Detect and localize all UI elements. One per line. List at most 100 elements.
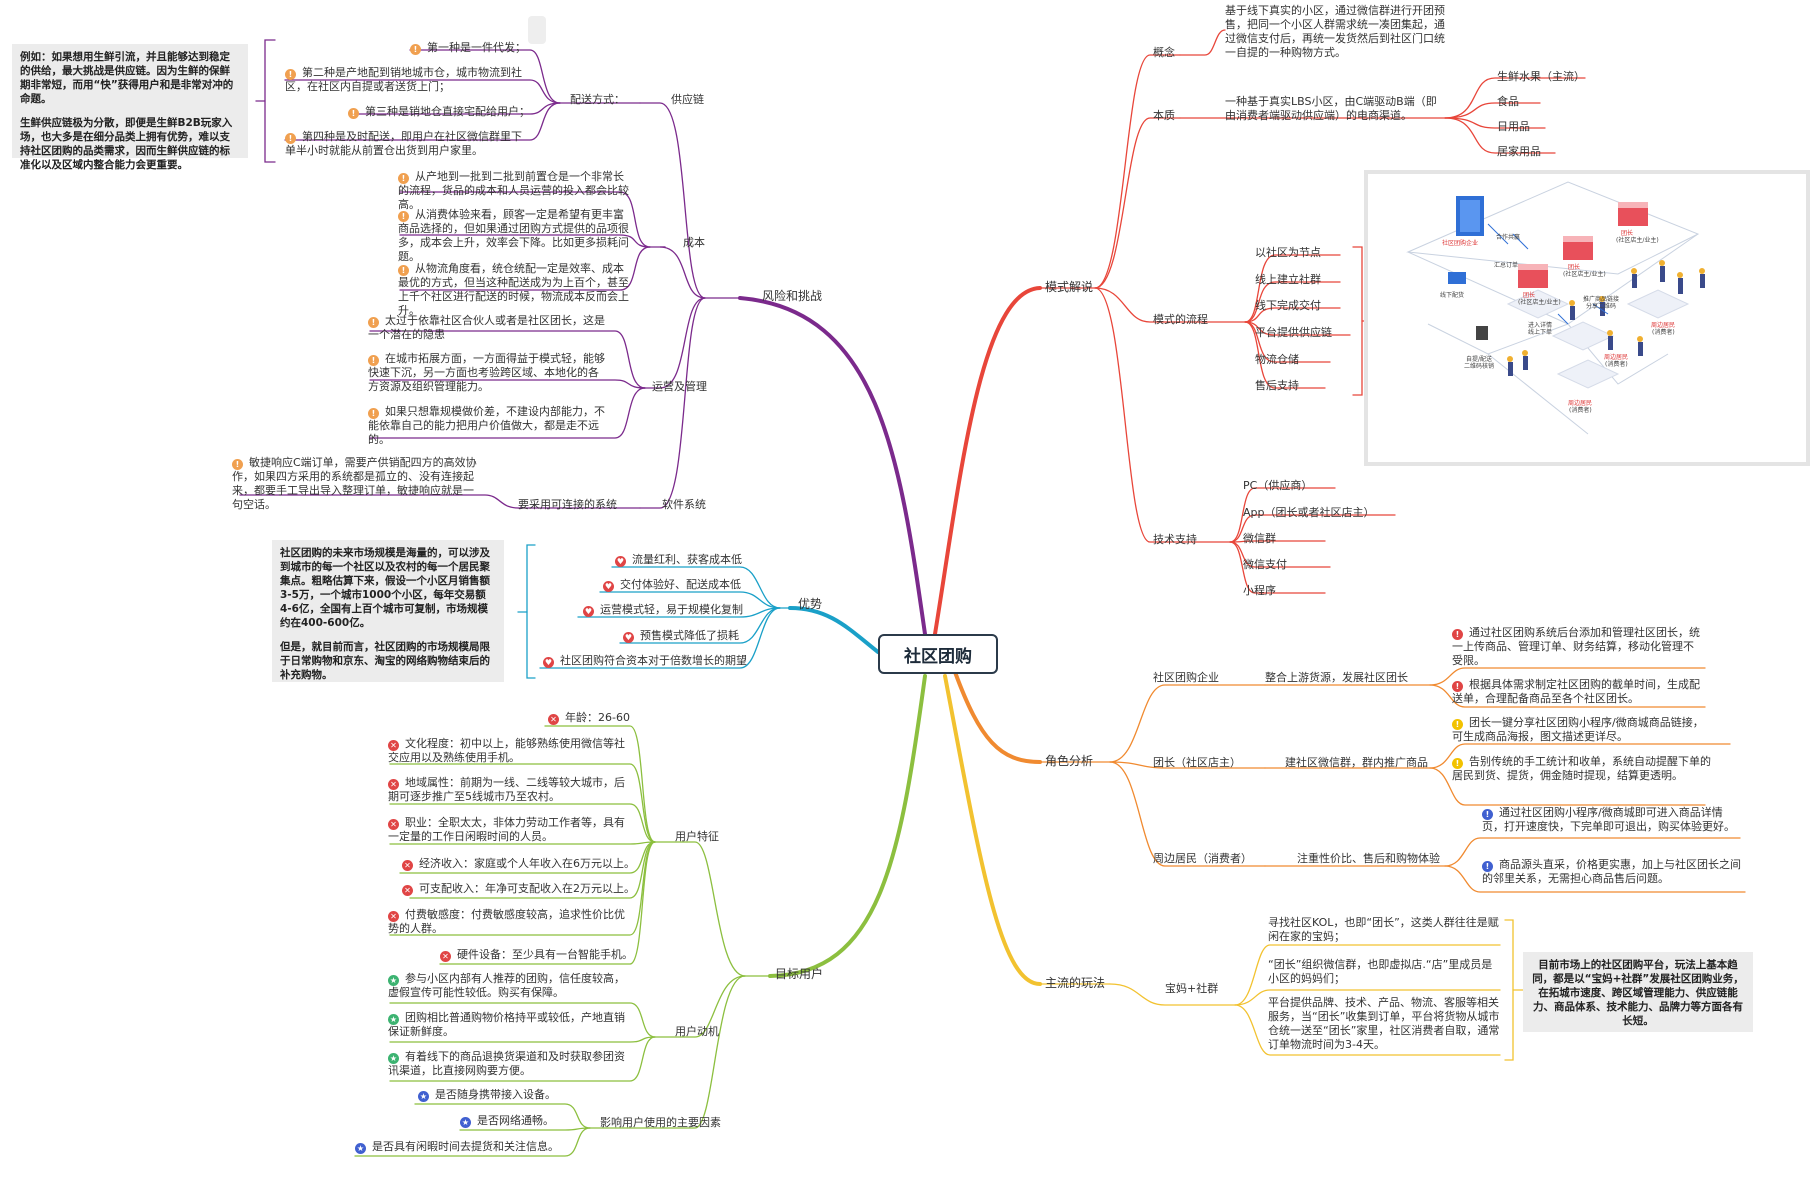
- motive-item: ★团购相比普通购物价格持平或较低，产地直销保证新鲜度。: [388, 1011, 625, 1038]
- illus-label: 二维码核销: [1464, 363, 1495, 370]
- essence-item[interactable]: 居家用品: [1497, 145, 1541, 158]
- star-icon: ★: [388, 1014, 399, 1025]
- role-node[interactable]: 周边居民（消费者）: [1153, 852, 1252, 865]
- priority-icon: !: [1452, 629, 1463, 640]
- risk-sub[interactable]: 运营及管理: [652, 380, 707, 393]
- flow-item[interactable]: 以社区为节点: [1255, 246, 1321, 259]
- essence-item[interactable]: 日用品: [1497, 120, 1530, 133]
- illus-label: 团长: [1523, 292, 1536, 299]
- essence-item[interactable]: 生鲜水果（主流）: [1497, 70, 1585, 83]
- priority-icon: !: [1452, 719, 1463, 730]
- feat-item: ✕地域属性：前期为一线、二线等较大城市，后期可逐步推广至5线城市乃至农村。: [388, 776, 625, 803]
- adv-note-p2: 但是，就目前而言，社区团购的市场规模局限于日常购物和京东、淘宝的网络购物结束后的…: [280, 641, 490, 681]
- role-item: !团长一键分享社区团购小程序/微商城商品链接，可生成商品海报，图文描述更详尽。: [1452, 716, 1704, 743]
- role-sub[interactable]: 整合上游货源，发展社区团长: [1265, 671, 1408, 684]
- priority-icon: !: [398, 211, 409, 222]
- scroll-handle[interactable]: [528, 16, 546, 44]
- risk-sub[interactable]: 成本: [683, 236, 705, 249]
- flow-item[interactable]: 平台提供供应链: [1255, 326, 1332, 339]
- feat-item: ✕硬件设备：至少具有一台智能手机。: [440, 948, 633, 962]
- heart-icon: ♥: [603, 581, 614, 592]
- branch-target[interactable]: 目标用户: [775, 967, 824, 981]
- illus-label: (消费者): [1652, 329, 1675, 336]
- feat-item: ✕年龄：26-60: [548, 711, 630, 725]
- node-concept[interactable]: 概念: [1153, 46, 1175, 59]
- essence-item[interactable]: 食品: [1497, 95, 1519, 108]
- target-sub[interactable]: 用户特征: [675, 830, 719, 843]
- illus-label: 团长: [1621, 230, 1634, 237]
- role-sub[interactable]: 建社区微信群，群内推广商品: [1285, 756, 1428, 769]
- branch-roles[interactable]: 角色分析: [1045, 754, 1094, 768]
- feat-item: ✕经济收入：家庭或个人年收入在6万元以上。: [402, 857, 635, 871]
- flow-item[interactable]: 线上建立社群: [1255, 273, 1321, 286]
- target-sub[interactable]: 影响用户使用的主要因素: [600, 1116, 721, 1129]
- ops-item: !在城市拓展方面，一方面得益于模式轻，能够快速下沉，另一方面也考验跨区域、本地化…: [368, 352, 605, 393]
- adv-item: ♥交付体验好、配送成本低: [603, 578, 741, 592]
- illus-label: (社区店主/业主): [1563, 271, 1606, 278]
- branch-risk[interactable]: 风险和挑战: [762, 289, 823, 303]
- illus-label: 分享二维码: [1586, 303, 1617, 310]
- soft-item: !敏捷响应C端订单，需要产供销配四方的高效协作，如果四方采用的系统都是孤立的、没…: [232, 456, 477, 511]
- flow-item[interactable]: 售后支持: [1255, 379, 1299, 392]
- role-item: !根据具体需求制定社区团购的截单时间，生成配送单，合理配备商品至各个社区团长。: [1452, 678, 1700, 705]
- tech-item[interactable]: 微信支付: [1243, 558, 1287, 571]
- role-item: !告别传统的手工统计和收单，系统自动提醒下单的居民到货、提货，佣金随时提现，结算…: [1452, 755, 1711, 782]
- role-node[interactable]: 社区团购企业: [1153, 671, 1219, 684]
- star-icon: ✕: [440, 951, 451, 962]
- target-sub[interactable]: 用户动机: [675, 1025, 719, 1038]
- priority-icon: !: [1482, 809, 1493, 820]
- star-icon: ✕: [402, 885, 413, 896]
- adv-note: 社区团购的未来市场规模是海量的，可以涉及到城市的每一个社区以及农村的每一个居民聚…: [272, 540, 504, 682]
- heart-icon: ♥: [583, 606, 594, 617]
- soft-node[interactable]: 要采用可连接的系统: [518, 498, 617, 511]
- star-icon: ✕: [388, 911, 399, 922]
- branch-adv[interactable]: 优势: [798, 597, 823, 611]
- tech-item[interactable]: PC（供应商）: [1243, 479, 1313, 492]
- cost-item: !从物流角度看，统仓统配一定是效率、成本最优的方式，但当这种配送成为为上百个，甚…: [398, 262, 629, 317]
- feat-item: ✕可支配收入：年净可支配收入在2万元以上。: [402, 882, 635, 896]
- tech-item[interactable]: App（团长或者社区店主）: [1243, 506, 1375, 519]
- feat-item: ✕职业：全职太太，非体力劳动工作者等，具有一定量的工作日闲暇时间的人员。: [388, 816, 625, 843]
- role-item: !通过社区团购小程序/微商城即可进入商品详情页，打开速度快，下完单即可退出，购买…: [1482, 806, 1735, 833]
- play-sub[interactable]: 宝妈+社群: [1165, 982, 1219, 995]
- heart-icon: ♥: [623, 632, 634, 643]
- priority-icon: !: [285, 69, 296, 80]
- illus-label: 推广商品链接: [1583, 296, 1620, 303]
- heart-icon: ♥: [543, 657, 554, 668]
- star-icon: ✕: [402, 860, 413, 871]
- branch-mode[interactable]: 模式解说: [1045, 280, 1094, 294]
- illus-label: 合作共赢: [1496, 234, 1521, 241]
- role-node[interactable]: 团长（社区店主）: [1153, 756, 1241, 769]
- risk-sub[interactable]: 供应链: [671, 93, 704, 106]
- illus-label: 自提/配送: [1466, 356, 1493, 363]
- flow-item[interactable]: 物流仓储: [1255, 353, 1299, 366]
- tech-item[interactable]: 小程序: [1243, 584, 1276, 597]
- motive-item: ★参与小区内部有人推荐的团购，信任度较高，虚假宣传可能性较低。购买有保障。: [388, 972, 625, 999]
- supply-note-p1: 例如：如果想用生鲜引流，并且能够达到稳定的供给，最大挑战是供应链。因为生鲜的保鲜…: [20, 51, 234, 105]
- priority-icon: !: [1482, 861, 1493, 872]
- illus-label: 线上下单: [1528, 329, 1553, 336]
- node-essence[interactable]: 本质: [1153, 109, 1175, 122]
- root-node[interactable]: 社区团购: [878, 634, 998, 674]
- delivery-item: !第三种是销地仓直接宅配给用户；: [348, 105, 530, 119]
- delivery-node[interactable]: 配送方式：: [570, 93, 625, 106]
- node-flow[interactable]: 模式的流程: [1153, 313, 1208, 326]
- priority-icon: !: [1452, 681, 1463, 692]
- factor-item: ★是否网络通畅。: [460, 1114, 554, 1128]
- star-icon: ✕: [388, 819, 399, 830]
- risk-sub[interactable]: 软件系统: [662, 498, 706, 511]
- node-tech[interactable]: 技术支持: [1153, 533, 1197, 546]
- role-sub[interactable]: 注重性价比、售后和购物体验: [1297, 852, 1440, 865]
- priority-icon: !: [1452, 758, 1463, 769]
- cost-item: !从产地到一批到二批到前置仓是一个非常长的流程，货品的成本和人员运营的投入都会比…: [398, 170, 629, 211]
- star-icon: ✕: [388, 740, 399, 751]
- motive-item: ★有着线下的商品退换货渠道和及时获取参团资讯渠道，比直接网购要方便。: [388, 1050, 625, 1077]
- star-icon: ✕: [388, 779, 399, 790]
- ops-item: !如果只想靠规模做价差，不建设内部能力，不能依靠自己的能力把用户价值做大，都是走…: [368, 405, 605, 446]
- branch-play[interactable]: 主流的玩法: [1045, 976, 1106, 990]
- flow-item[interactable]: 线下完成交付: [1255, 299, 1321, 312]
- adv-item: ♥运营模式轻，易于规模化复制: [583, 603, 743, 617]
- priority-icon: !: [398, 265, 409, 276]
- priority-icon: !: [398, 173, 409, 184]
- tech-item[interactable]: 微信群: [1243, 532, 1276, 545]
